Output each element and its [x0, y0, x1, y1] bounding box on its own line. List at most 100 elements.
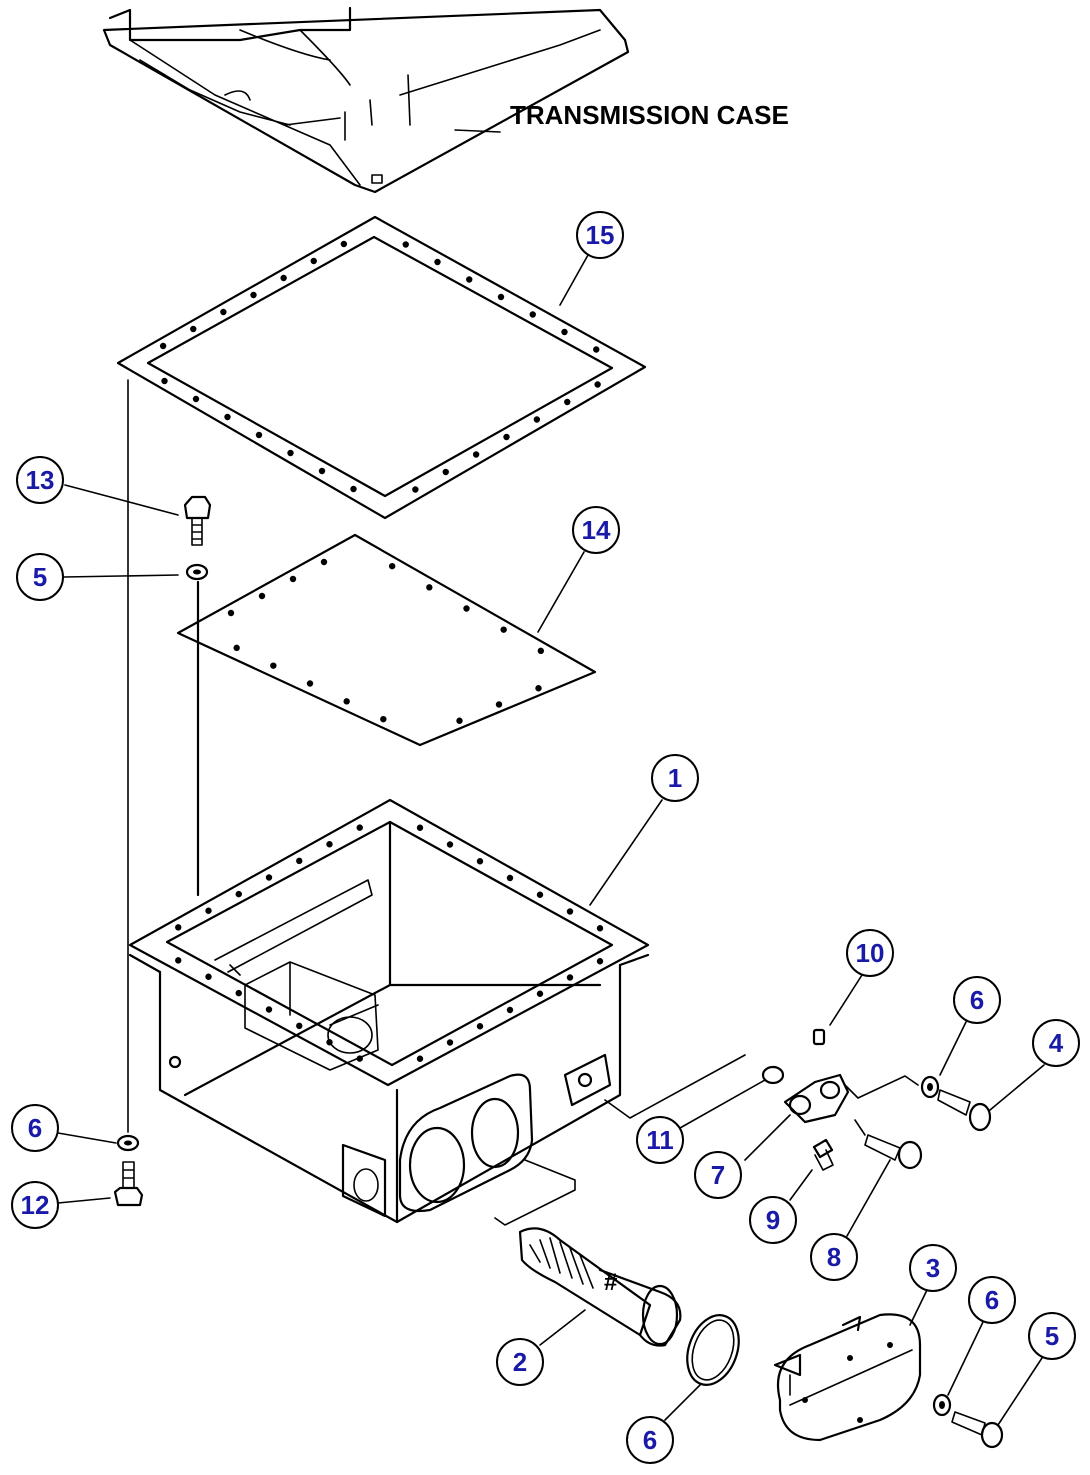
- callout-6-lower-right: 6: [968, 1276, 1016, 1324]
- bolt-hole: [456, 717, 463, 724]
- svg-text:10: 10: [856, 938, 885, 968]
- bolt-hole: [340, 240, 348, 248]
- bolt-hole: [536, 990, 544, 997]
- bolt-hole: [503, 433, 510, 441]
- bolt-hole: [594, 381, 601, 388]
- bolt-15: [183, 495, 212, 546]
- bolt-hole: [270, 662, 277, 669]
- bolt-hole: [416, 1055, 424, 1062]
- bolt-hole: [220, 308, 227, 316]
- svg-text:5: 5: [1045, 1321, 1059, 1351]
- bolt-hole: [350, 485, 357, 493]
- bolt-hole: [235, 890, 242, 898]
- bolt-hole: [310, 257, 317, 265]
- bolt-hole: [296, 1022, 303, 1030]
- transmission-case: [102, 6, 630, 194]
- bolt-hole: [506, 874, 514, 882]
- bolt-5-lower: [951, 1411, 1004, 1449]
- svg-text:6: 6: [970, 985, 984, 1015]
- svg-text:4: 4: [1049, 1028, 1064, 1058]
- bolt-hole: [402, 241, 409, 248]
- callout-5-upper: 4: [1032, 1019, 1080, 1067]
- bolt-hole: [537, 647, 545, 655]
- bolt-hole: [535, 685, 542, 692]
- callout-7: 7: [694, 1151, 742, 1199]
- bolt-hole: [476, 858, 484, 865]
- callout-11: 11: [636, 1116, 684, 1164]
- svg-text:6: 6: [985, 1285, 999, 1315]
- bolt-hole: [596, 958, 604, 965]
- washer-6-lower-right: [932, 1393, 952, 1417]
- o-ring-11: [761, 1065, 785, 1085]
- bolt-hole: [318, 467, 326, 475]
- bolt-hole: [434, 258, 441, 266]
- bolt-12: [113, 1161, 144, 1207]
- washer-6-top: [185, 563, 209, 581]
- bolt-hole: [566, 974, 574, 981]
- callout-6-bottom-left: 6: [11, 1104, 59, 1152]
- bolt-hole: [446, 841, 454, 848]
- bolt-8: [864, 1134, 923, 1170]
- callout-3: 3: [909, 1244, 957, 1292]
- bolt-hole: [495, 701, 503, 708]
- plug-9: [812, 1138, 834, 1171]
- bolt-hole: [250, 291, 257, 299]
- callout-8: 8: [810, 1233, 858, 1281]
- bolt-hole: [235, 989, 242, 997]
- washer-6-bottom: [116, 1134, 140, 1152]
- assembly-lines: [127, 379, 919, 1226]
- bolt-hole: [161, 377, 168, 385]
- bolt-hole: [476, 1023, 484, 1030]
- callout-14: 14: [572, 506, 620, 554]
- callout-13: 15: [576, 211, 624, 259]
- svg-text:8: 8: [827, 1242, 841, 1272]
- callout-15: 13: [16, 456, 64, 504]
- bolt-hole: [343, 698, 350, 705]
- bolt-hole: [472, 451, 480, 458]
- bolt-hole: [564, 398, 571, 406]
- callout-2: 2: [496, 1338, 544, 1386]
- callout-10: 10: [846, 929, 894, 977]
- bolt-hole: [265, 874, 273, 881]
- bolt-hole: [388, 562, 396, 570]
- svg-text:2: 2: [513, 1347, 527, 1377]
- svg-text:14: 14: [582, 515, 611, 545]
- bolt-hole: [306, 680, 314, 687]
- callout-12: 12: [11, 1181, 59, 1229]
- bolt-hole: [175, 957, 182, 964]
- callout-6-top: 5: [16, 553, 64, 601]
- svg-text:7: 7: [711, 1160, 725, 1190]
- transmission-case-label: TRANSMISSION CASE: [510, 100, 789, 130]
- bolt-hole: [233, 644, 240, 652]
- bolt-hole: [497, 293, 505, 301]
- bolt-hole: [593, 346, 600, 353]
- bolt-hole: [255, 431, 263, 439]
- bolt-hole: [506, 1006, 514, 1014]
- bolt-hole: [190, 325, 197, 333]
- bolt-hole: [500, 626, 507, 633]
- bolt-hole: [326, 841, 333, 848]
- svg-text:5: 5: [33, 562, 47, 592]
- svg-text:6: 6: [28, 1113, 42, 1143]
- bolt-hole: [326, 1039, 333, 1046]
- bolt-hole: [446, 1039, 454, 1046]
- bolt-hole: [529, 311, 536, 318]
- bolt-hole: [536, 891, 544, 898]
- callout-1: 1: [651, 754, 699, 802]
- gasket: [116, 215, 647, 520]
- bolt-hole: [287, 449, 294, 457]
- svg-text:#: #: [604, 1269, 617, 1296]
- bolt-hole: [412, 486, 419, 493]
- bolt-hole: [463, 605, 470, 612]
- bolt-hole: [192, 395, 200, 403]
- bolt-5-upper: [937, 1089, 992, 1132]
- bolt-hole: [296, 857, 303, 865]
- bolt-hole: [175, 924, 182, 931]
- bolt-hole: [533, 416, 541, 423]
- callout-group: 15 14 13 5 1 10 6 4 6 11 7 12 9 8 3 6 5 …: [11, 211, 1080, 1464]
- strainer-plate: [176, 533, 597, 747]
- bolt-hole: [356, 1055, 363, 1062]
- callout-5-lower: 5: [1028, 1312, 1076, 1360]
